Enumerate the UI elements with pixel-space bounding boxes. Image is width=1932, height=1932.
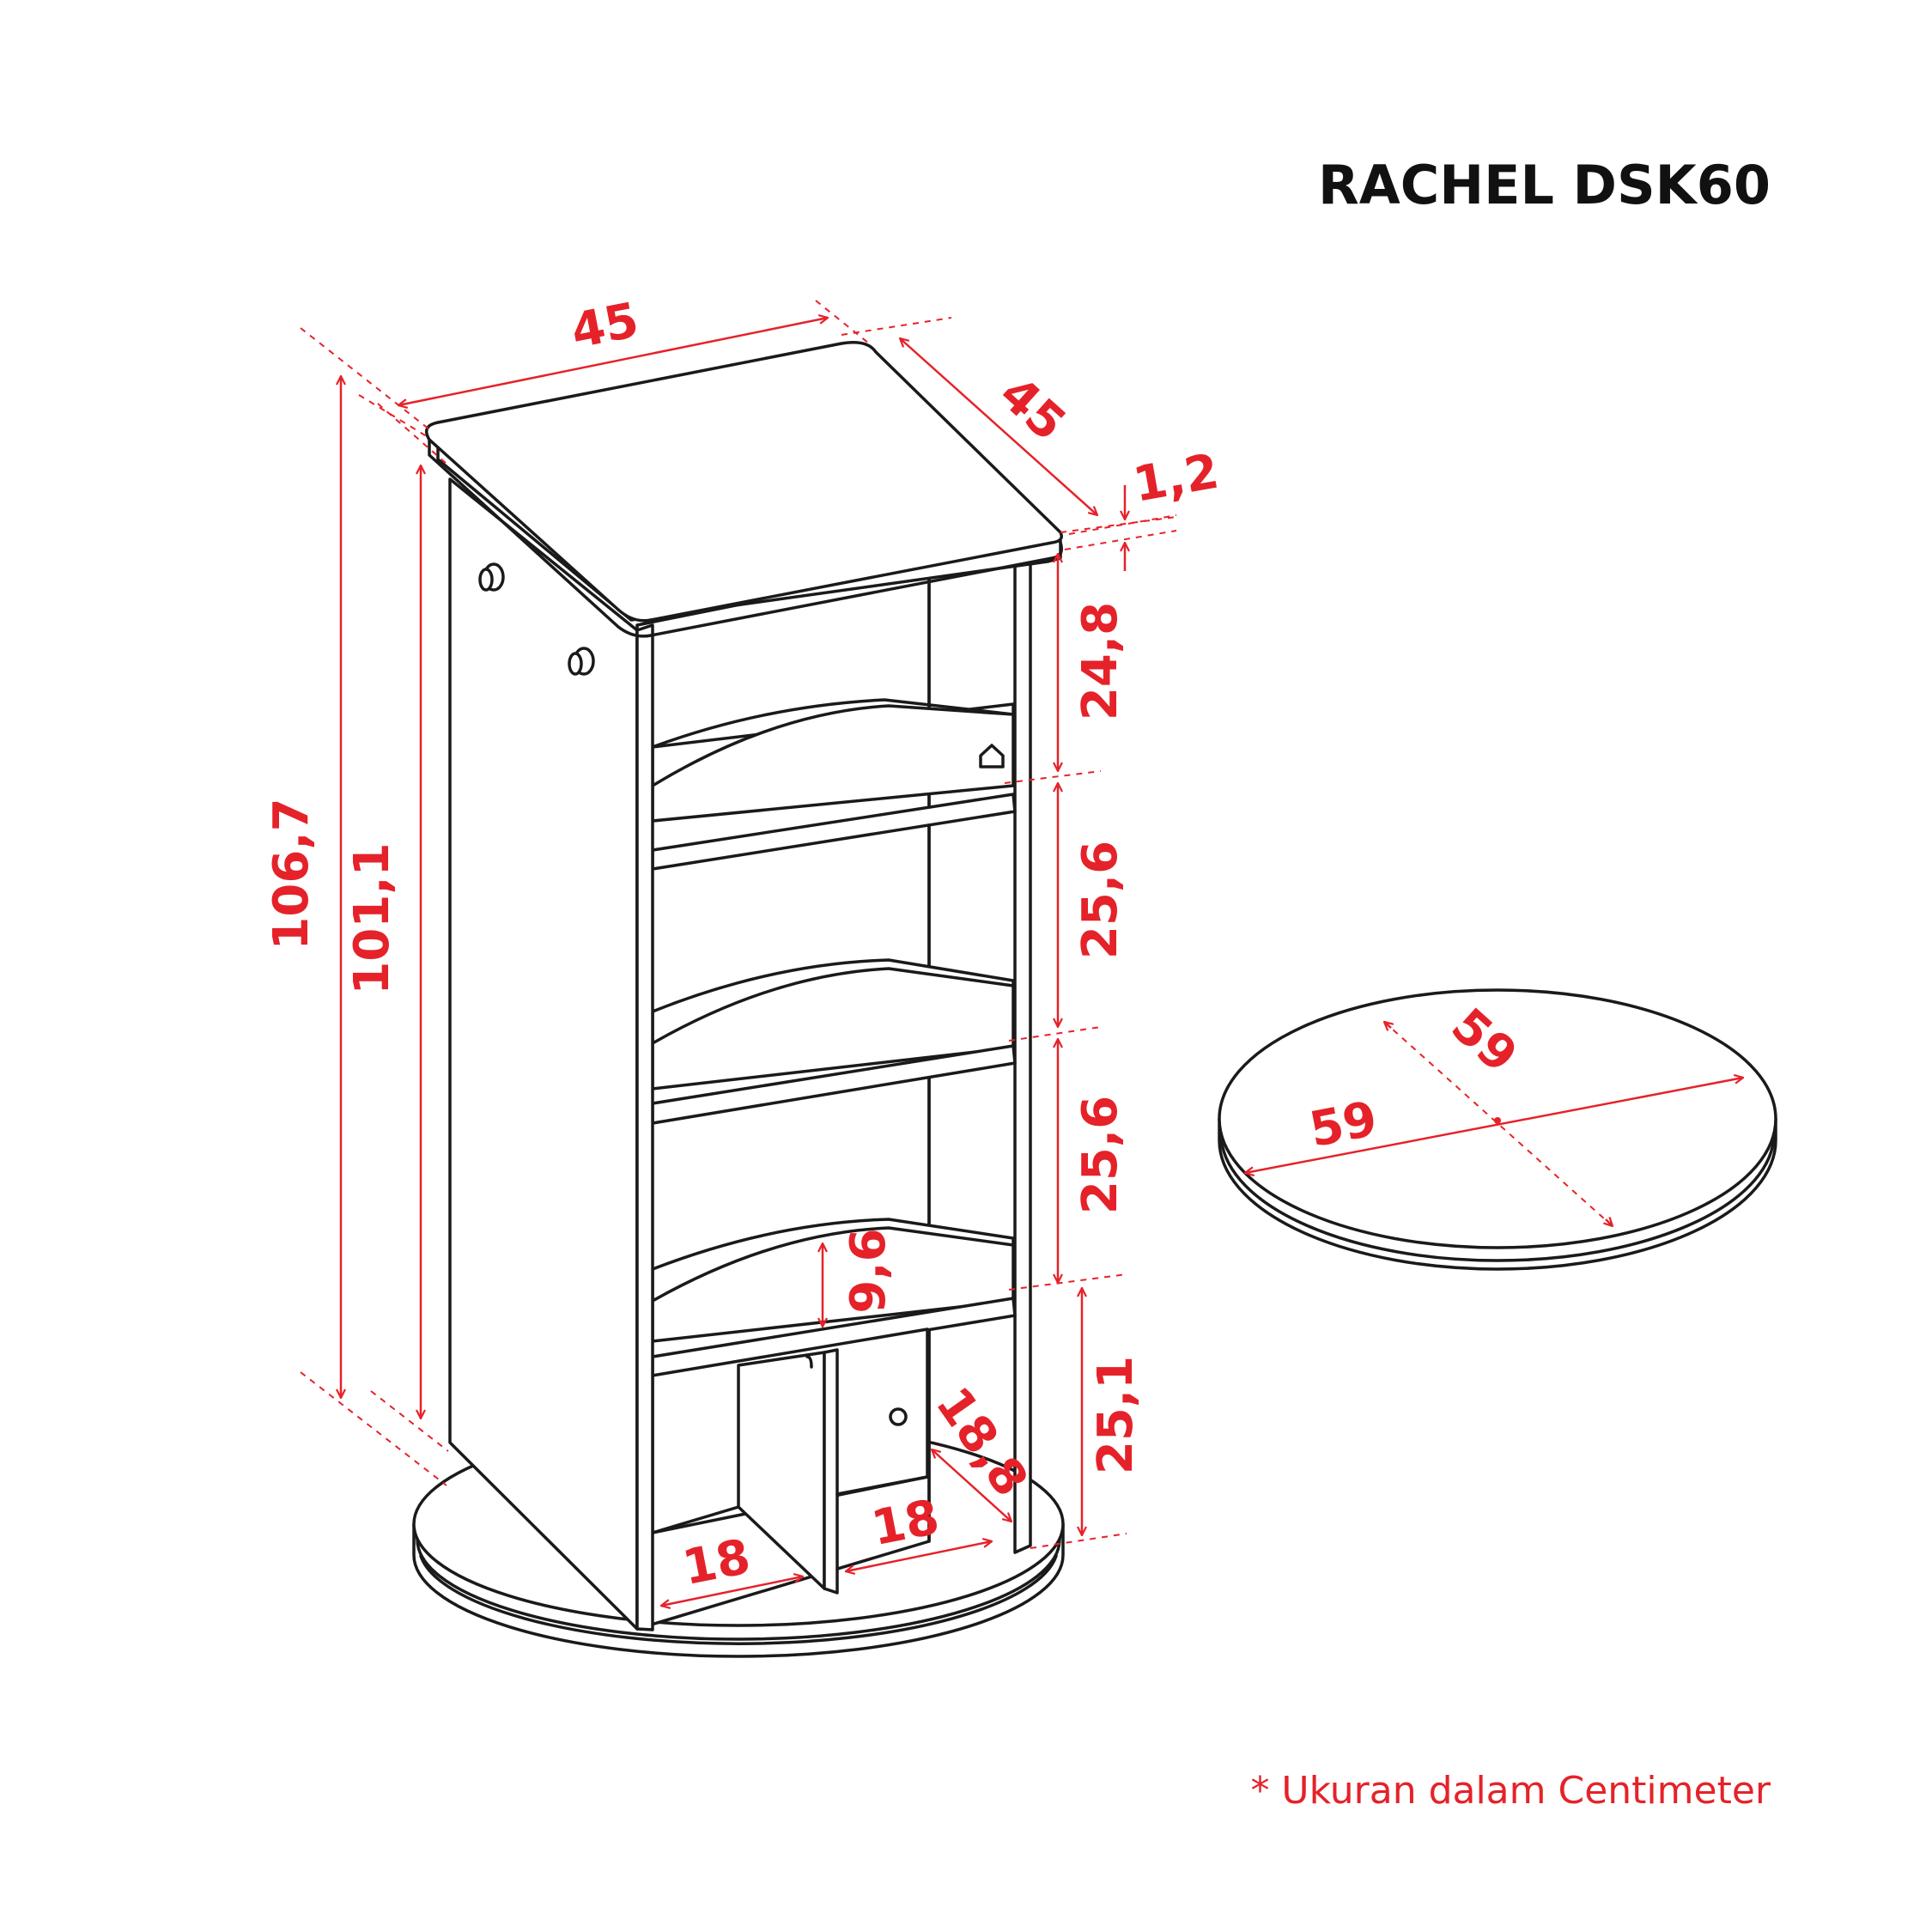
cubby-knob: [889, 1407, 908, 1426]
base-center-mark: [1494, 1117, 1501, 1124]
label-top-width: 45: [567, 293, 643, 361]
label-shelf-4: 25,1: [1088, 1356, 1144, 1474]
round-base-detail: [1218, 988, 1777, 1271]
label-lip-height: 9,6: [841, 1228, 896, 1313]
label-cubby-left-width: 18: [678, 1529, 755, 1597]
cubbies: [651, 1327, 929, 1595]
label-base-diameter-a: 59: [1305, 1091, 1382, 1159]
label-cubby-right-width: 18: [867, 1490, 944, 1558]
label-total-height: 106,7: [264, 798, 319, 950]
right-front-panel: [1013, 548, 1032, 1554]
shelf-3: [651, 1218, 1017, 1377]
side-knob-upper: [478, 562, 505, 592]
cabinet-illustration: [412, 341, 1065, 1658]
label-body-height: 101,1: [344, 842, 400, 994]
left-front-panel: [635, 623, 654, 1631]
product-title: RACHEL DSK60: [1318, 154, 1771, 216]
label-shelf-2: 25,6: [1072, 841, 1128, 959]
label-shelf-1: 24,8: [1072, 602, 1128, 720]
units-footnote: * Ukuran dalam Centimeter: [1250, 1769, 1771, 1813]
shelf-hinge-icon: [979, 744, 1005, 769]
label-shelf-3: 25,6: [1072, 1096, 1128, 1214]
dimension-lines: [300, 300, 1177, 1606]
side-panel: [448, 477, 639, 1631]
side-knob-lower: [568, 647, 595, 676]
shelf-2: [651, 958, 1017, 1125]
